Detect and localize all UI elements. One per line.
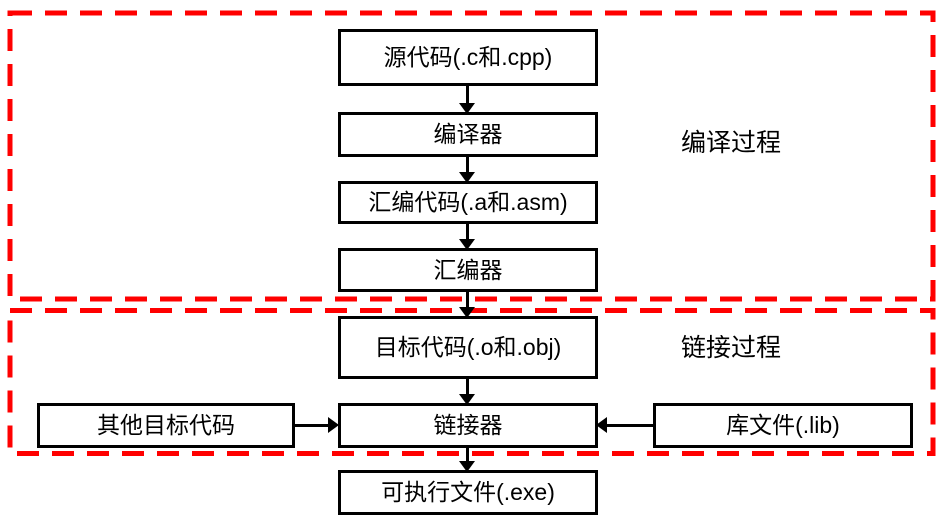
- node-assembler: 汇编器: [338, 248, 598, 292]
- node-assembler-label: 汇编器: [433, 256, 503, 283]
- node-other-object-code: 其他目标代码: [37, 403, 295, 448]
- arrow-assembler-to-object-code: [459, 290, 475, 318]
- node-object-code-label: 目标代码(.o和.obj): [374, 334, 562, 360]
- node-linker-label: 链接器: [433, 412, 503, 438]
- node-linker: 链接器: [338, 403, 598, 448]
- compile-process-label: 编译过程: [681, 129, 782, 157]
- node-executable-file-label: 可执行文件(.exe): [381, 479, 555, 505]
- node-assembly-code-label: 汇编代码(.a和.asm): [368, 189, 568, 215]
- arrow-other-object-to-linker: [294, 417, 339, 433]
- arrow-object-code-to-linker: [459, 377, 475, 405]
- node-executable-file: 可执行文件(.exe): [338, 470, 598, 515]
- compile-process-region-border: [7, 10, 936, 302]
- node-compiler-label: 编译器: [433, 121, 503, 147]
- node-object-code: 目标代码(.o和.obj): [338, 316, 598, 379]
- arrow-linker-to-executable: [459, 446, 475, 472]
- node-library-file: 库文件(.lib): [653, 403, 913, 448]
- node-source-code: 源代码(.c和.cpp): [338, 29, 598, 86]
- arrow-source-to-compiler: [459, 84, 475, 114]
- node-source-code-label: 源代码(.c和.cpp): [383, 44, 553, 70]
- arrow-assembly-code-to-assembler: [459, 222, 475, 250]
- node-other-object-code-label: 其他目标代码: [97, 412, 235, 438]
- arrow-compiler-to-assembly-code: [459, 155, 475, 183]
- node-assembly-code: 汇编代码(.a和.asm): [338, 181, 598, 224]
- node-compiler: 编译器: [338, 112, 598, 157]
- node-library-file-label: 库文件(.lib): [726, 412, 840, 438]
- link-process-label: 链接过程: [681, 334, 782, 362]
- arrow-library-to-linker: [596, 417, 654, 433]
